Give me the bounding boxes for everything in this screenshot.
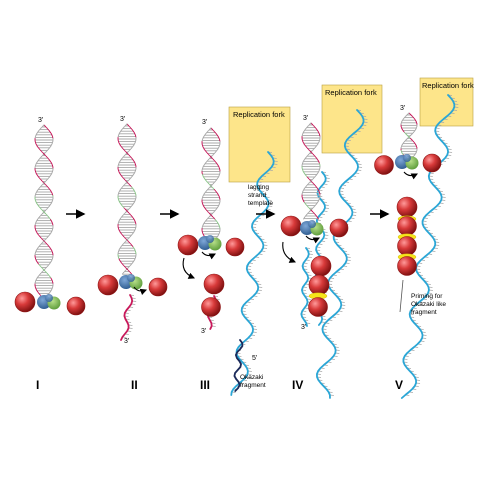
- protein-clamp: [395, 154, 419, 170]
- protein-clamp: [198, 235, 222, 251]
- three-prime-label: 3': [202, 119, 207, 126]
- helix-v: [400, 112, 418, 160]
- bead: [396, 196, 418, 218]
- protein-clamp: [300, 220, 324, 236]
- template-strand-v: [400, 94, 459, 399]
- bead: [225, 237, 245, 257]
- curved-arrow-icon: [282, 241, 297, 263]
- curved-arrow-icon: [201, 251, 216, 260]
- bead: [329, 218, 349, 238]
- protein-clamp: [37, 294, 61, 310]
- bead: [97, 274, 119, 296]
- bead: [280, 215, 302, 237]
- bead-chains: [14, 153, 442, 317]
- panel-numeral-i: I: [36, 378, 39, 392]
- strand-end-labels: 3' 3' 3' 3' 3' 3' 3' 3' 5': [38, 105, 405, 362]
- bead: [422, 153, 442, 173]
- fork-label-iv: Replication fork: [325, 88, 377, 97]
- three-prime-label: 3': [201, 328, 206, 335]
- svg-text:strand: strand: [248, 192, 266, 199]
- fork-box-iv: [321, 84, 383, 154]
- curved-arrows: [133, 171, 418, 296]
- five-prime-label: 5': [252, 355, 257, 362]
- bead: [397, 256, 417, 276]
- protein-clamp: [119, 274, 143, 290]
- bead: [397, 236, 417, 256]
- bead: [177, 234, 199, 256]
- panel-numeral-iv: IV: [292, 378, 303, 392]
- fork-label-iii: Replication fork: [233, 110, 285, 119]
- three-prime-label: 3': [124, 338, 129, 345]
- svg-text:Okazaki like: Okazaki like: [411, 301, 446, 308]
- svg-text:Priming for: Priming for: [411, 293, 443, 300]
- three-prime-label: 3': [400, 105, 405, 112]
- three-prime-label: 3': [120, 116, 125, 123]
- helix-iv: [301, 122, 321, 220]
- three-prime-label: 3': [303, 115, 308, 122]
- svg-text:Okazaki: Okazaki: [240, 374, 263, 381]
- panel-numerals: I II III IV V: [36, 378, 403, 392]
- panel-numeral-ii: II: [131, 378, 138, 392]
- bead: [308, 297, 328, 317]
- bead: [201, 297, 221, 317]
- bead: [310, 255, 332, 277]
- priming-note: Priming for Okazaki like fragment: [411, 293, 446, 316]
- helix-i: [34, 124, 54, 297]
- curved-arrow-icon: [403, 171, 418, 180]
- three-prime-label: 3': [38, 117, 43, 124]
- dna-helices: [34, 112, 418, 297]
- bead: [14, 291, 36, 313]
- lagging-strand-note: lagging strand template: [248, 184, 273, 207]
- fork-box-v: [419, 77, 474, 127]
- helix-iii: [201, 127, 221, 240]
- fork-box-iii: [228, 106, 291, 183]
- okazaki-fragment-note: Okazaki fragment: [240, 374, 266, 389]
- svg-text:fragment: fragment: [240, 382, 266, 389]
- helix-ii: [117, 123, 137, 275]
- bead: [66, 296, 86, 316]
- bead: [397, 216, 417, 236]
- bead: [308, 274, 330, 296]
- bead: [374, 155, 394, 175]
- svg-text:lagging: lagging: [248, 184, 269, 191]
- curved-arrow-icon: [182, 257, 196, 279]
- svg-text:template: template: [248, 200, 273, 207]
- single-strand-ii: [120, 294, 137, 341]
- panel-numeral-v: V: [395, 378, 403, 392]
- bead: [148, 277, 168, 297]
- fork-label-v: Replication fork: [422, 81, 474, 90]
- single-strands: [120, 294, 244, 392]
- panel-numeral-iii: III: [200, 378, 210, 392]
- curved-arrow-icon: [305, 235, 320, 244]
- okazaki-fragment-strand: [233, 339, 244, 392]
- bead: [203, 273, 225, 295]
- three-prime-label: 3': [301, 324, 306, 331]
- curved-arrow-icon: [133, 286, 148, 296]
- svg-text:fragment: fragment: [411, 309, 437, 316]
